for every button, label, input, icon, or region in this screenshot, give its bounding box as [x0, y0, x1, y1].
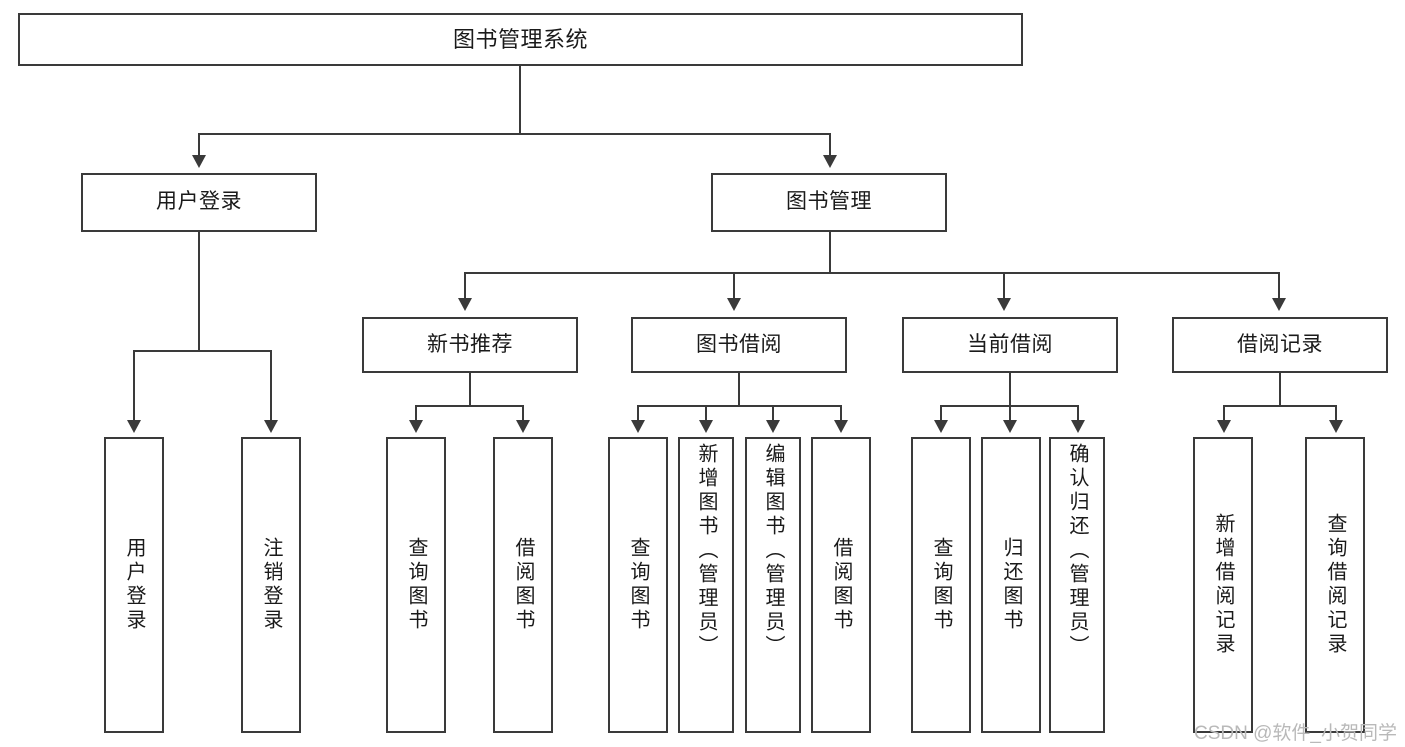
node-leaf-logout-login[interactable]: 注销登录	[241, 437, 301, 733]
node-leaf-query-book-2[interactable]: 查询图书	[608, 437, 668, 733]
connector-bb-bus	[637, 405, 842, 407]
node-user-login[interactable]: 用户登录	[81, 173, 317, 232]
connector-bb-to-leaf-2	[705, 405, 707, 422]
arrow-user-login-to-leaf-2	[264, 420, 278, 433]
node-label: 用户登录	[156, 190, 242, 214]
node-leaf-query-book-3[interactable]: 查询图书	[911, 437, 971, 733]
node-label: 借阅记录	[1237, 332, 1323, 356]
node-label: 图书管理系统	[452, 26, 588, 52]
node-leaf-edit-book[interactable]: 编辑图书（管理员）	[745, 437, 801, 733]
connector-bm-to-book-borrow	[733, 272, 735, 300]
node-label: 查询借阅记录	[1324, 513, 1346, 657]
arrow-bm-to-borrow-record	[1272, 298, 1286, 311]
connector-br-to-leaf-1	[1223, 405, 1225, 422]
arrow-cb-to-leaf-1	[934, 420, 948, 433]
node-leaf-borrow-book-2[interactable]: 借阅图书	[811, 437, 871, 733]
connector-br-to-leaf-2	[1335, 405, 1337, 422]
node-label: 图书借阅	[696, 332, 782, 356]
connector-cb-to-leaf-1	[940, 405, 942, 422]
connector-br-stem	[1279, 373, 1281, 405]
node-label: 新书推荐	[427, 332, 513, 356]
node-leaf-add-record[interactable]: 新增借阅记录	[1193, 437, 1253, 733]
node-new-book-recommend[interactable]: 新书推荐	[362, 317, 578, 373]
node-current-borrow[interactable]: 当前借阅	[902, 317, 1118, 373]
connector-cb-to-leaf-2	[1009, 405, 1011, 422]
arrow-user-login-to-leaf-1	[127, 420, 141, 433]
connector-cb-stem	[1009, 373, 1011, 405]
node-leaf-query-book-1[interactable]: 查询图书	[386, 437, 446, 733]
arrow-br-to-leaf-1	[1217, 420, 1231, 433]
arrow-bb-to-leaf-2	[699, 420, 713, 433]
connector-user-login-bus	[133, 350, 271, 352]
connector-book-management-bus	[464, 272, 1280, 274]
node-leaf-user-login[interactable]: 用户登录	[104, 437, 164, 733]
node-label: 确认归还（管理员）	[1066, 443, 1088, 659]
node-label: 当前借阅	[967, 332, 1053, 356]
arrow-br-to-leaf-2	[1329, 420, 1343, 433]
connector-br-bus	[1223, 405, 1337, 407]
connector-bm-to-borrow-record	[1278, 272, 1280, 300]
arrow-cb-to-leaf-2	[1003, 420, 1017, 433]
node-label: 查询图书	[930, 537, 952, 633]
arrow-bb-to-leaf-1	[631, 420, 645, 433]
node-book-borrow[interactable]: 图书借阅	[631, 317, 847, 373]
connector-nbr-bus	[415, 405, 524, 407]
connector-bb-to-leaf-1	[637, 405, 639, 422]
arrow-bb-to-leaf-4	[834, 420, 848, 433]
node-label: 新增图书（管理员）	[695, 443, 717, 659]
node-label: 归还图书	[1000, 537, 1022, 633]
node-leaf-return-book[interactable]: 归还图书	[981, 437, 1041, 733]
connector-user-login-stem	[198, 232, 200, 350]
node-label: 查询图书	[627, 537, 649, 633]
node-label: 图书管理	[786, 190, 872, 214]
connector-bb-to-leaf-4	[840, 405, 842, 422]
connector-nbr-to-leaf-2	[522, 405, 524, 422]
connector-nbr-to-leaf-1	[415, 405, 417, 422]
node-borrow-record[interactable]: 借阅记录	[1172, 317, 1388, 373]
connector-root-to-user-login	[198, 133, 200, 157]
connector-bb-stem	[738, 373, 740, 405]
arrow-bb-to-leaf-3	[766, 420, 780, 433]
arrow-nbr-to-leaf-2	[516, 420, 530, 433]
node-leaf-query-record[interactable]: 查询借阅记录	[1305, 437, 1365, 733]
node-leaf-borrow-book-1[interactable]: 借阅图书	[493, 437, 553, 733]
node-label: 编辑图书（管理员）	[762, 443, 784, 659]
connector-bm-to-current-borrow	[1003, 272, 1005, 300]
connector-root-stem	[519, 66, 521, 133]
node-book-management[interactable]: 图书管理	[711, 173, 947, 232]
arrow-root-to-book-management	[823, 155, 837, 168]
node-leaf-confirm-return[interactable]: 确认归还（管理员）	[1049, 437, 1105, 733]
connector-book-management-stem	[829, 232, 831, 272]
arrow-nbr-to-leaf-1	[409, 420, 423, 433]
node-label: 用户登录	[123, 537, 145, 633]
connector-nbr-stem	[469, 373, 471, 405]
connector-user-login-to-leaf-2	[270, 350, 272, 422]
node-leaf-add-book[interactable]: 新增图书（管理员）	[678, 437, 734, 733]
node-label: 新增借阅记录	[1212, 513, 1234, 657]
connector-user-login-to-leaf-1	[133, 350, 135, 422]
node-label: 借阅图书	[830, 537, 852, 633]
arrow-root-to-user-login	[192, 155, 206, 168]
node-label: 借阅图书	[512, 537, 534, 633]
csdn-watermark: CSDN @软件_小贺同学	[1194, 723, 1397, 744]
connector-root-bus	[198, 133, 830, 135]
connector-cb-to-leaf-3	[1077, 405, 1079, 422]
connector-root-to-book-management	[829, 133, 831, 157]
arrow-cb-to-leaf-3	[1071, 420, 1085, 433]
arrow-bm-to-current-borrow	[997, 298, 1011, 311]
connector-bm-to-new-book	[464, 272, 466, 300]
arrow-bm-to-new-book	[458, 298, 472, 311]
node-label: 查询图书	[405, 537, 427, 633]
arrow-bm-to-book-borrow	[727, 298, 741, 311]
connector-bb-to-leaf-3	[772, 405, 774, 422]
node-label: 注销登录	[260, 537, 282, 633]
node-root-book-management-system[interactable]: 图书管理系统	[18, 13, 1023, 66]
